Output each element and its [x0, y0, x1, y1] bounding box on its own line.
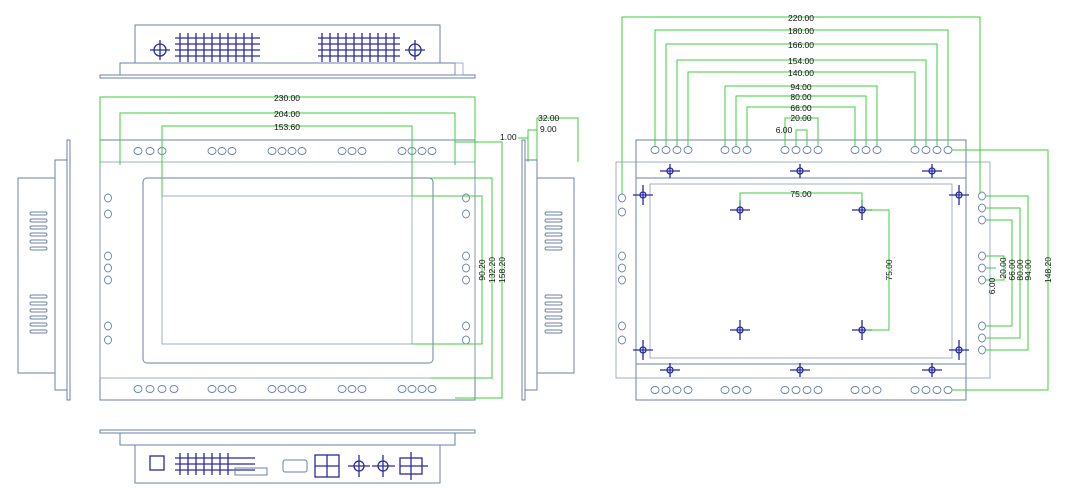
- crosshair-icon: [660, 363, 680, 377]
- crosshair-icon: [633, 340, 653, 360]
- crosshair-icon: [150, 40, 170, 60]
- crosshair-icon: [922, 363, 942, 377]
- dim-side-9: 9.00: [540, 124, 557, 134]
- dim-back-166: 166.00: [788, 40, 814, 50]
- back-dimension-lines: [621, 16, 1049, 391]
- dim-side-80: 80.00: [1015, 259, 1025, 281]
- dim-back-180: 180.00: [788, 26, 814, 36]
- top-view: [99, 24, 476, 79]
- mount-holes: [633, 164, 969, 377]
- dim-vesa-vertical: 75.00: [884, 259, 894, 281]
- front-slots: [104, 147, 470, 393]
- crosshair-icon: [790, 363, 810, 377]
- crosshair-icon: [949, 340, 969, 360]
- dim-side-66: 66.00: [1007, 259, 1017, 281]
- dim-back-154: 154.00: [788, 56, 814, 66]
- connector-grid-left: [175, 33, 260, 62]
- crosshair-icon: [949, 185, 969, 205]
- connector-grid-right: [318, 33, 400, 62]
- vesa-hole-icon: [730, 320, 750, 340]
- dim-side-20: 20.00: [998, 257, 1008, 279]
- dim-side-148: 148.20: [1043, 257, 1053, 283]
- crosshair-icon: [660, 164, 680, 178]
- right-side-view: 32.00 9.00 1.00: [500, 113, 575, 401]
- dim-back-6: 6.00: [776, 125, 793, 135]
- dim-back-220: 220.00: [788, 13, 814, 23]
- dim-back-94: 94.00: [790, 82, 812, 92]
- dim-back-66: 66.00: [790, 103, 812, 113]
- dim-back-80: 80.00: [790, 92, 812, 102]
- dim-width-153: 153.60: [274, 122, 300, 132]
- dim-width-204: 204.00: [274, 109, 300, 119]
- dim-side-32: 32.00: [538, 113, 560, 123]
- crosshair-icon: [790, 164, 810, 178]
- dim-side-6: 6.00: [987, 277, 997, 294]
- back-view: 220.00 180.00 166.00 154.00 140.00 94.00…: [615, 13, 1053, 401]
- dim-vesa-horizontal: 75.00: [790, 189, 812, 199]
- bottom-connectors: [149, 452, 428, 480]
- dim-height-90: 90.20: [477, 259, 487, 281]
- dim-height-132: 132.20: [487, 257, 497, 283]
- dim-width-230: 230.00: [274, 93, 300, 103]
- crosshair-icon: [405, 40, 425, 60]
- left-side-view: [17, 139, 71, 401]
- dim-side-1: 1.00: [500, 132, 517, 142]
- dim-back-140: 140.00: [788, 68, 814, 78]
- crosshair-icon: [922, 164, 942, 178]
- dim-side-94: 94.00: [1023, 259, 1033, 281]
- front-view: 230.00 204.00 153.60 90.20 132.20 158.20: [99, 93, 579, 401]
- front-dimension-lines: [99, 96, 579, 399]
- dim-back-20: 20.00: [790, 113, 812, 123]
- crosshair-icon: [633, 185, 653, 205]
- back-slots: [618, 146, 986, 394]
- dim-height-158: 158.20: [497, 257, 507, 283]
- bottom-view: [99, 429, 476, 484]
